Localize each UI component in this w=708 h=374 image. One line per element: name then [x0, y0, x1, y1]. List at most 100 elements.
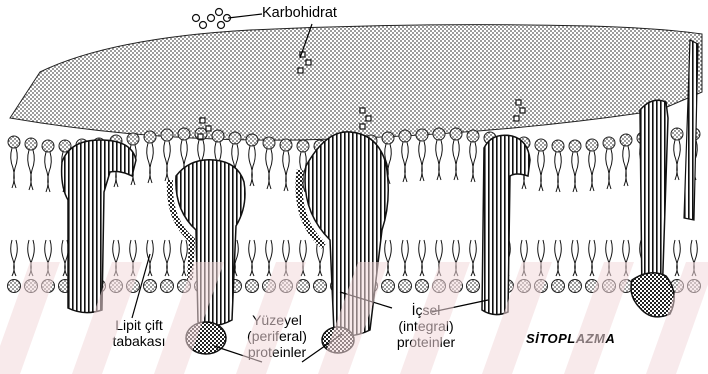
cytoplasm-label: SİTOPLAZMA — [526, 331, 615, 347]
lipid-head — [688, 280, 701, 293]
lipid-head — [314, 280, 327, 293]
lipid-tail — [130, 240, 137, 276]
protein-surface-blob-2 — [322, 327, 354, 353]
lipid-tail — [538, 151, 545, 191]
lipid-head — [518, 280, 531, 293]
protein-surface-blob-3 — [631, 273, 674, 317]
lipid-tail — [606, 240, 613, 276]
lipid-head — [280, 280, 293, 293]
lipid-tail — [147, 240, 154, 276]
lipid-tail — [402, 142, 409, 182]
lipid-tail — [147, 143, 154, 183]
lipid-tail — [453, 240, 460, 276]
lipid-head — [280, 139, 292, 151]
lipid-head — [263, 280, 276, 293]
lipid-head — [416, 280, 429, 293]
lipid-head — [8, 280, 21, 293]
integral-proteins-label-line3: proteinler — [390, 334, 462, 350]
lipid-tail — [589, 240, 596, 276]
lipid-tail — [589, 151, 596, 191]
lipid-tail — [436, 240, 443, 276]
lipid-tail — [555, 240, 562, 276]
lipid-head — [467, 280, 480, 293]
lipid-tail — [283, 240, 290, 276]
lipid-tail — [300, 240, 307, 276]
surface-proteins-label: Yüzeyel (periferal) proteinler — [228, 312, 326, 360]
protein-integral-2 — [299, 132, 388, 336]
lipid-tail — [470, 142, 477, 182]
lipid-tail — [164, 240, 171, 276]
lipid-tail — [521, 240, 528, 276]
protein-surface-blob-1 — [186, 322, 226, 354]
lipid-head — [671, 128, 683, 140]
lipid-tail — [674, 240, 681, 276]
lipid-head — [144, 131, 156, 143]
lipid-tail — [623, 240, 630, 276]
lipid-head — [450, 280, 463, 293]
lipid-tail — [45, 152, 52, 192]
lipid-head — [450, 128, 462, 140]
lipid-head — [212, 130, 224, 142]
lipid-tail — [181, 240, 188, 276]
integral-proteins-label: İçsel (integral) proteinler — [390, 302, 462, 350]
lipid-head — [25, 138, 37, 150]
lipid-head — [161, 280, 174, 293]
lipid-tail — [436, 140, 443, 180]
lipid-tail — [470, 240, 477, 276]
lipid-tail — [45, 240, 52, 276]
surface-proteins-label-line3: proteinler — [228, 344, 326, 360]
membrane-top-surface — [10, 25, 702, 140]
lipid-tail — [419, 141, 426, 181]
lipid-head — [127, 280, 140, 293]
lipid-head — [467, 130, 479, 142]
lipid-head — [382, 280, 395, 293]
integral-proteins-label-line1: İçsel — [390, 302, 462, 318]
lipid-tail — [385, 240, 392, 276]
lipid-head — [552, 140, 564, 152]
lipid-head — [535, 280, 548, 293]
lipid-head — [110, 280, 123, 293]
lipid-tail — [11, 148, 18, 188]
lipid-tail — [28, 150, 35, 190]
lipid-tail — [419, 240, 426, 276]
lipid-head — [178, 128, 190, 140]
lipid-head — [42, 140, 54, 152]
lipid-head — [297, 140, 309, 152]
lipid-head — [416, 129, 428, 141]
lipid-head — [144, 280, 157, 293]
lipid-tail — [283, 151, 290, 191]
lipid-tail — [572, 240, 579, 276]
lipid-head — [399, 130, 411, 142]
lipid-tail — [249, 240, 256, 276]
lipid-tail — [538, 240, 545, 276]
lipid-tail — [266, 240, 273, 276]
integral-proteins-label-line2: (integral) — [390, 318, 462, 334]
lipid-tail — [266, 149, 273, 189]
lipid-head — [620, 134, 632, 146]
protein-left-hook — [62, 140, 136, 313]
lipid-tail — [164, 141, 171, 181]
lipid-tail — [606, 149, 613, 189]
lipid-head — [42, 280, 55, 293]
lipid-head — [433, 128, 445, 140]
lipid-head — [569, 140, 581, 152]
lipid-head — [535, 139, 547, 151]
lipid-tail — [113, 240, 120, 276]
lipid-head — [569, 280, 582, 293]
lipid-head — [25, 280, 38, 293]
lipid-head — [127, 133, 139, 145]
lipid-tail — [691, 240, 698, 276]
lipid-tail — [28, 240, 35, 276]
lipid-tail — [623, 146, 630, 186]
lipid-bilayer-label: Lipit çift tabakası — [104, 317, 174, 349]
lipid-head — [178, 280, 191, 293]
lipid-head — [603, 280, 616, 293]
surface-proteins-label-line1: Yüzeyel — [228, 312, 326, 328]
lipid-head — [382, 132, 394, 144]
lipid-head — [399, 280, 412, 293]
lipid-head — [586, 139, 598, 151]
lipid-head — [246, 134, 258, 146]
surface-proteins-label-line2: (periferal) — [228, 328, 326, 344]
lipid-head — [246, 280, 259, 293]
lipid-bilayer-label-line1: Lipit çift — [104, 317, 174, 333]
